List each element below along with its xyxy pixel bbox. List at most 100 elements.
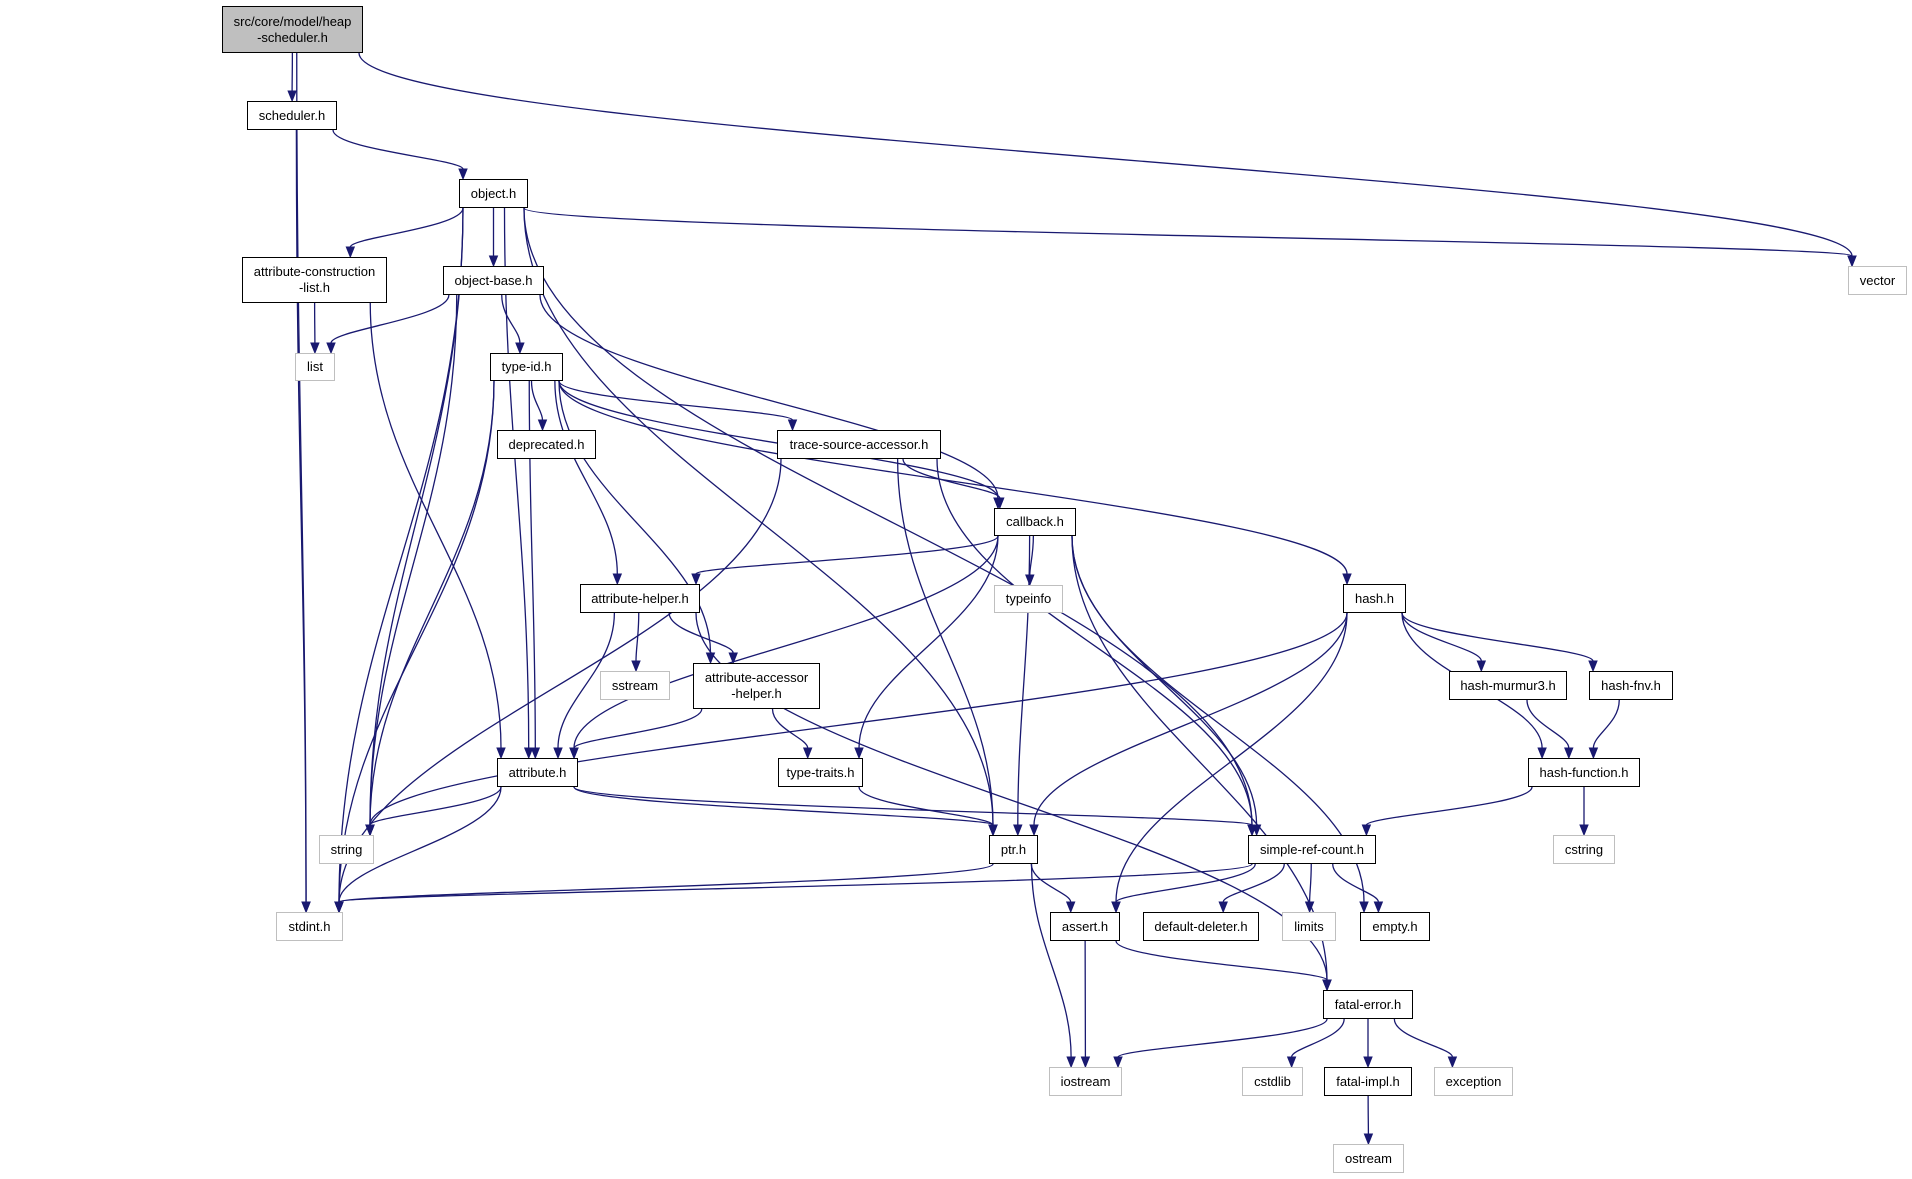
edge-attribute-construction-list-to-attribute [369,302,502,749]
edge-callback-to-ptr [1017,535,1031,826]
arrowhead-assert-to-fatal-error [1322,979,1332,992]
node-scheduler[interactable]: scheduler.h [247,101,337,130]
arrowhead-hash-to-hash-fnv [1588,660,1598,673]
arrowhead-attribute-helper-to-sstream [631,660,641,673]
arrowhead-hash-fnv-to-hash-function [1588,747,1599,760]
arrowhead-object-to-vector [1847,255,1857,268]
arrowhead-type-id-to-attribute [530,747,541,760]
edge-heap-scheduler-to-vector [358,52,1853,257]
edge-attribute-accessor-helper-to-type-traits [771,708,809,749]
edge-callback-to-type-traits [858,535,999,749]
edge-trace-source-accessor-to-simple-ref-count [936,458,1253,826]
node-attribute-construction-list[interactable]: attribute-construction -list.h [242,257,387,303]
edge-simple-ref-count-to-empty [1332,863,1380,903]
edge-type-id-to-trace-source-accessor [558,380,794,421]
node-trace-source-accessor[interactable]: trace-source-accessor.h [777,430,941,459]
arrowhead-attribute-to-string [365,824,375,837]
edge-trace-source-accessor-to-ptr [896,458,994,826]
node-iostream: iostream [1049,1067,1122,1096]
node-object-base[interactable]: object-base.h [443,266,544,295]
arrowhead-ptr-to-assert [1065,901,1076,914]
edge-object-to-attribute-construction-list [349,207,464,248]
edge-attribute-to-ptr [573,786,994,826]
node-attribute-helper[interactable]: attribute-helper.h [580,584,700,613]
arrowhead-type-id-to-attribute-helper [612,573,623,586]
edge-ptr-to-stdint [338,863,994,903]
node-empty[interactable]: empty.h [1360,912,1430,941]
arrowhead-fatal-error-to-cstdlib [1286,1056,1297,1069]
edge-scheduler-to-object [332,129,464,170]
arrowhead-object-base-to-list [326,342,336,355]
node-deprecated[interactable]: deprecated.h [497,430,596,459]
node-default-deleter[interactable]: default-deleter.h [1143,912,1259,941]
arrowhead-callback-to-ptr [1013,824,1023,837]
node-fatal-impl[interactable]: fatal-impl.h [1324,1067,1412,1096]
arrowhead-hash-to-hash-murmur3 [1476,660,1487,673]
arrowhead-heap-scheduler-to-scheduler [287,90,297,103]
arrowhead-callback-to-type-traits [854,747,864,760]
edge-hash-fnv-to-hash-function [1592,699,1620,749]
edge-simple-ref-count-to-default-deleter [1222,863,1285,903]
edge-trace-source-accessor-to-stdint [338,458,782,903]
edge-type-traits-to-ptr [858,786,994,826]
arrowhead-fatal-error-to-exception [1447,1056,1458,1069]
node-callback[interactable]: callback.h [994,508,1076,536]
node-heap-scheduler: src/core/model/heap -scheduler.h [222,6,363,53]
edge-fatal-error-to-iostream [1117,1018,1328,1058]
edge-attribute-to-string [369,786,502,826]
edge-simple-ref-count-to-assert [1115,863,1256,903]
node-object[interactable]: object.h [459,179,528,208]
node-simple-ref-count[interactable]: simple-ref-count.h [1248,835,1376,864]
node-assert[interactable]: assert.h [1050,912,1120,941]
edge-object-base-to-string [369,294,458,826]
node-attribute-accessor-helper[interactable]: attribute-accessor -helper.h [693,663,820,709]
arrowhead-hash-function-to-cstring [1579,824,1589,837]
node-limits: limits [1282,912,1336,941]
node-hash-fnv[interactable]: hash-fnv.h [1589,671,1673,700]
arrowhead-fatal-error-to-fatal-impl [1363,1056,1373,1069]
edge-object-base-to-callback [539,294,999,499]
node-ptr[interactable]: ptr.h [989,835,1038,864]
arrowhead-object-to-attribute-construction-list [345,246,356,259]
edge-object-to-vector [523,207,1853,257]
edge-hash-murmur3-to-hash-function [1526,699,1570,749]
arrowhead-type-id-to-trace-source-accessor [787,419,798,432]
arrowhead-fatal-impl-to-ostream [1363,1133,1374,1146]
arrowhead-simple-ref-count-to-limits [1304,901,1315,914]
arrowhead-attribute-helper-to-attribute [553,747,563,760]
arrowhead-type-traits-to-ptr [988,824,998,837]
edge-fatal-error-to-cstdlib [1290,1018,1345,1058]
arrowhead-scheduler-to-stdint [301,901,311,914]
arrowhead-assert-to-iostream [1080,1056,1091,1069]
node-fatal-error[interactable]: fatal-error.h [1323,990,1413,1019]
arrowhead-callback-to-typeinfo [1025,574,1035,587]
edge-type-id-to-attribute-accessor-helper [558,380,712,654]
arrowhead-callback-to-empty [1359,901,1369,914]
arrowhead-hash-to-ptr [1029,824,1039,837]
edge-type-id-to-deprecated [530,380,544,421]
node-sstream: sstream [600,671,670,700]
arrowhead-object-to-attribute [523,747,534,760]
arrowhead-type-id-to-hash [1342,573,1352,586]
node-hash[interactable]: hash.h [1343,584,1406,613]
arrowhead-object-base-to-type-id [515,342,525,355]
node-hash-murmur3[interactable]: hash-murmur3.h [1449,671,1567,700]
edge-type-id-to-stdint [338,380,495,903]
node-ostream: ostream [1333,1144,1404,1173]
node-hash-function[interactable]: hash-function.h [1528,758,1640,787]
edge-simple-ref-count-to-limits [1308,863,1312,903]
node-list: list [295,353,335,381]
arrowhead-attribute-to-simple-ref-count [1247,824,1257,837]
node-vector: vector [1848,266,1907,295]
edge-ptr-to-iostream [1030,863,1072,1058]
node-attribute[interactable]: attribute.h [497,758,578,787]
edge-object-base-to-type-id [501,294,521,344]
edge-attribute-accessor-helper-to-attribute [573,708,703,749]
node-type-traits[interactable]: type-traits.h [778,758,863,787]
arrowhead-type-id-to-deprecated [537,419,548,432]
node-type-id[interactable]: type-id.h [490,353,563,381]
edge-callback-to-typeinfo [1029,535,1035,576]
node-cstring: cstring [1553,835,1615,864]
